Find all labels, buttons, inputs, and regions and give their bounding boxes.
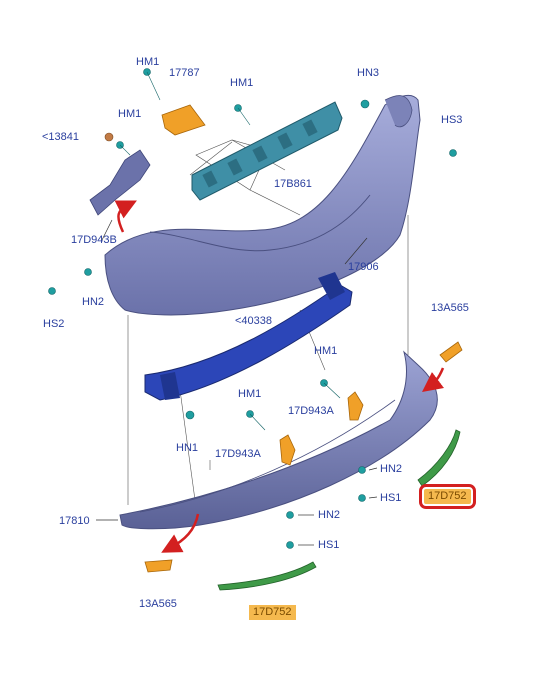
bracket-17d943a-lower	[279, 434, 296, 466]
label-40338: <40338	[235, 315, 273, 327]
label-hn2-left: HN2	[82, 296, 105, 308]
label-hm1-right: HM1	[314, 345, 338, 357]
bumper-reinforcement	[144, 272, 353, 401]
bracket-17d943b	[89, 149, 151, 216]
label-17810: 17810	[59, 515, 90, 527]
label-13841: <13841	[42, 131, 80, 143]
label-hm1-lower: HM1	[238, 388, 262, 400]
label-17d943a-upper: 17D943A	[288, 405, 334, 417]
fasteners	[48, 68, 457, 549]
label-hm1-left: HM1	[118, 108, 142, 120]
label-17d943a-lower: 17D943A	[215, 448, 261, 460]
bracket-17787	[161, 104, 206, 136]
direction-arrows	[114, 200, 445, 553]
label-hn2-right: HN2	[380, 463, 403, 475]
label-hs2: HS2	[43, 318, 65, 330]
label-hs3: HS3	[441, 114, 463, 126]
trim-molding-right	[417, 429, 461, 487]
reflector-left	[144, 559, 173, 573]
label-17d752-highlighted: 17D752	[419, 484, 476, 509]
label-hn2-lower: HN2	[318, 509, 341, 521]
label-13a565-left: 13A565	[139, 598, 177, 610]
label-17787: 17787	[169, 67, 200, 79]
label-hs1-right: HS1	[380, 492, 402, 504]
label-ticks	[96, 219, 378, 546]
label-17d752-lower: 17D752	[249, 605, 296, 620]
bracket-17d943a-upper	[347, 391, 364, 421]
reflector-right	[439, 341, 463, 363]
trim-molding-lower	[217, 561, 317, 591]
label-13a565-right: 13A565	[431, 302, 469, 314]
label-hn3: HN3	[357, 67, 380, 79]
label-hm1-top: HM1	[136, 56, 160, 68]
label-17b861: 17B861	[274, 178, 312, 190]
label-hm1-center: HM1	[230, 77, 254, 89]
rear-bumper-cover	[104, 94, 421, 316]
label-17d943b: 17D943B	[71, 234, 117, 246]
label-hn1: HN1	[176, 442, 199, 454]
label-hs1-lower: HS1	[318, 539, 340, 551]
label-17906: 17906	[348, 261, 379, 273]
energy-absorber	[191, 101, 343, 201]
pin-13841	[104, 132, 114, 142]
